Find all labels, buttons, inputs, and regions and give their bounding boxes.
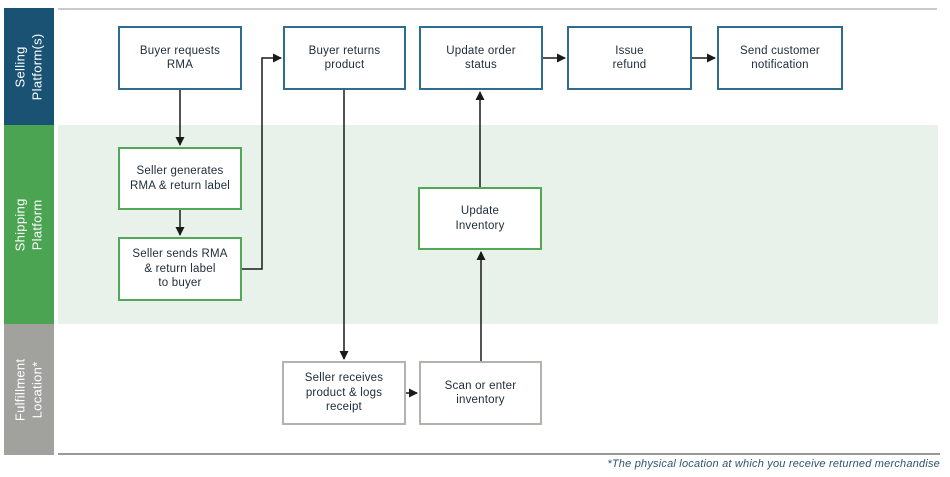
lane-label-selling-platforms: Selling Platform(s): [12, 33, 45, 100]
node-seller-sends-rma: Seller sends RMA & return label to buyer: [118, 237, 242, 301]
node-issue-refund: Issue refund: [567, 26, 692, 90]
node-seller-receives-product: Seller receives product & logs receipt: [282, 361, 406, 425]
node-seller-generates-rma-label: Seller generates RMA & return label: [129, 165, 231, 192]
lane-band-selling-platforms: Selling Platform(s): [4, 8, 54, 125]
node-update-order-status-label: Update order status: [446, 44, 516, 71]
node-update-order-status: Update order status: [419, 26, 543, 90]
node-scan-or-enter-inventory: Scan or enter inventory: [419, 361, 542, 425]
node-scan-or-enter-inventory-label: Scan or enter inventory: [444, 379, 517, 406]
node-update-inventory: Update Inventory: [418, 187, 542, 250]
node-buyer-returns-product: Buyer returns product: [283, 26, 406, 90]
node-buyer-returns-product-label: Buyer returns product: [308, 44, 381, 71]
lane-label-fulfillment-location: Fulfillment Location*: [12, 358, 45, 421]
lane-band-fulfillment-location: Fulfillment Location*: [4, 324, 54, 455]
diagram-top-border: [58, 8, 937, 10]
lane-band-shipping-platform: Shipping Platform: [4, 125, 54, 324]
node-seller-receives-product-label: Seller receives product & logs receipt: [304, 372, 384, 414]
node-seller-sends-rma-label: Seller sends RMA & return label to buyer: [132, 248, 228, 290]
node-issue-refund-label: Issue refund: [612, 44, 647, 71]
diagram-bottom-border: [58, 453, 940, 455]
node-buyer-requests-rma: Buyer requests RMA: [118, 26, 242, 90]
node-update-inventory-label: Update Inventory: [455, 205, 505, 232]
footnote: *The physical location at which you rece…: [607, 458, 940, 470]
node-send-customer-notification-label: Send customer notification: [740, 44, 820, 71]
node-seller-generates-rma: Seller generates RMA & return label: [118, 147, 242, 210]
lane-label-shipping-platform: Shipping Platform: [12, 198, 44, 251]
node-send-customer-notification: Send customer notification: [717, 26, 843, 90]
node-buyer-requests-rma-label: Buyer requests RMA: [139, 44, 221, 71]
